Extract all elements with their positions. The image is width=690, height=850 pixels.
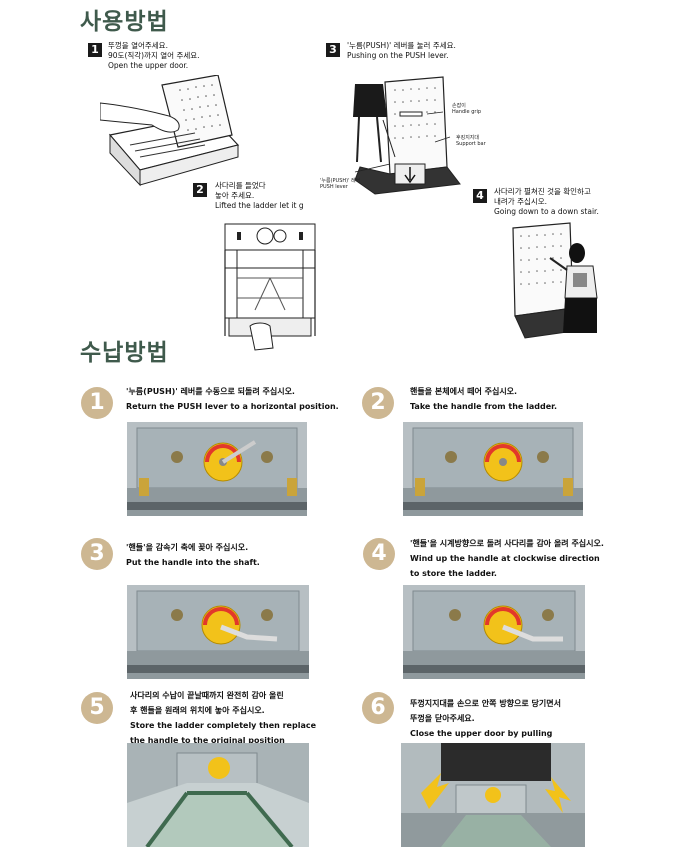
storage-step-2-text: 핸들을 본체에서 떼어 주십시오. Take the handle from t… xyxy=(410,387,557,411)
usage-step-2-number: 2 xyxy=(193,183,207,197)
storage-step-4-text: '핸들'을 시계방향으로 돌려 사다리를 감아 올려 주십시오. Wind up… xyxy=(410,539,604,578)
usage-step-3-number: 3 xyxy=(326,43,340,57)
usage-step-3-illustration xyxy=(335,72,465,197)
storage-step-3-number: 3 xyxy=(81,538,113,570)
storage-step-5-text: 사다리의 수납이 끝날때까지 완전히 감아 올린 후 핸들을 원래의 위치에 놓… xyxy=(130,691,317,745)
storage-step-4-photo xyxy=(403,585,585,679)
storage-step-6-photo xyxy=(401,743,585,847)
storage-step-6-number: 6 xyxy=(362,692,394,724)
usage-step-1-text: 뚜껑을 열어주세요. 90도(직각)까지 열어 주세요. Open the up… xyxy=(108,41,200,70)
storage-step-5-number: 5 xyxy=(81,692,113,724)
storage-step-5-photo xyxy=(127,743,309,847)
storage-step-3-photo xyxy=(127,585,309,679)
push-lever-label: '누름(PUSH)' 레버 PUSH lever xyxy=(320,178,361,190)
usage-step-4-number: 4 xyxy=(473,189,487,203)
usage-step-2-illustration xyxy=(215,218,325,353)
storage-step-1-text: '누름(PUSH)' 레버를 수동으로 되돌려 주십시오. Return the… xyxy=(126,387,339,411)
usage-step-2-text: 사다리를 들었다 놓아 주세요. Lifted the ladder let i… xyxy=(215,181,304,210)
storage-step-2-photo xyxy=(403,422,583,516)
usage-step-1-illustration xyxy=(100,75,240,190)
usage-step-1-number: 1 xyxy=(88,43,102,57)
storage-step-6-text: 뚜껑지지대를 손으로 안쪽 방향으로 당기면서 뚜껑을 닫아주세요. Close… xyxy=(410,699,561,738)
usage-title: 사용방법 xyxy=(80,9,169,35)
storage-step-1-number: 1 xyxy=(81,387,113,419)
storage-step-1-photo xyxy=(127,422,307,516)
handle-grip-label: 손잡이 Handle grip xyxy=(452,103,482,115)
usage-step-4-illustration xyxy=(505,218,615,340)
storage-title: 수납방법 xyxy=(80,340,169,366)
usage-step-3-text: '누름(PUSH)' 레버를 눌러 주세요. Pushing on the PU… xyxy=(347,41,456,60)
storage-step-3-text: '핸들'을 감속기 축에 꽂아 주십시오. Put the handle int… xyxy=(126,543,260,567)
storage-step-4-number: 4 xyxy=(363,538,395,570)
usage-step-4-text: 사다리가 펼쳐진 것을 확인하고 내려가 주십시오. Going down to… xyxy=(494,187,599,216)
storage-step-2-number: 2 xyxy=(362,387,394,419)
support-bar-label: 후킹지지대 Support bar xyxy=(456,135,486,147)
